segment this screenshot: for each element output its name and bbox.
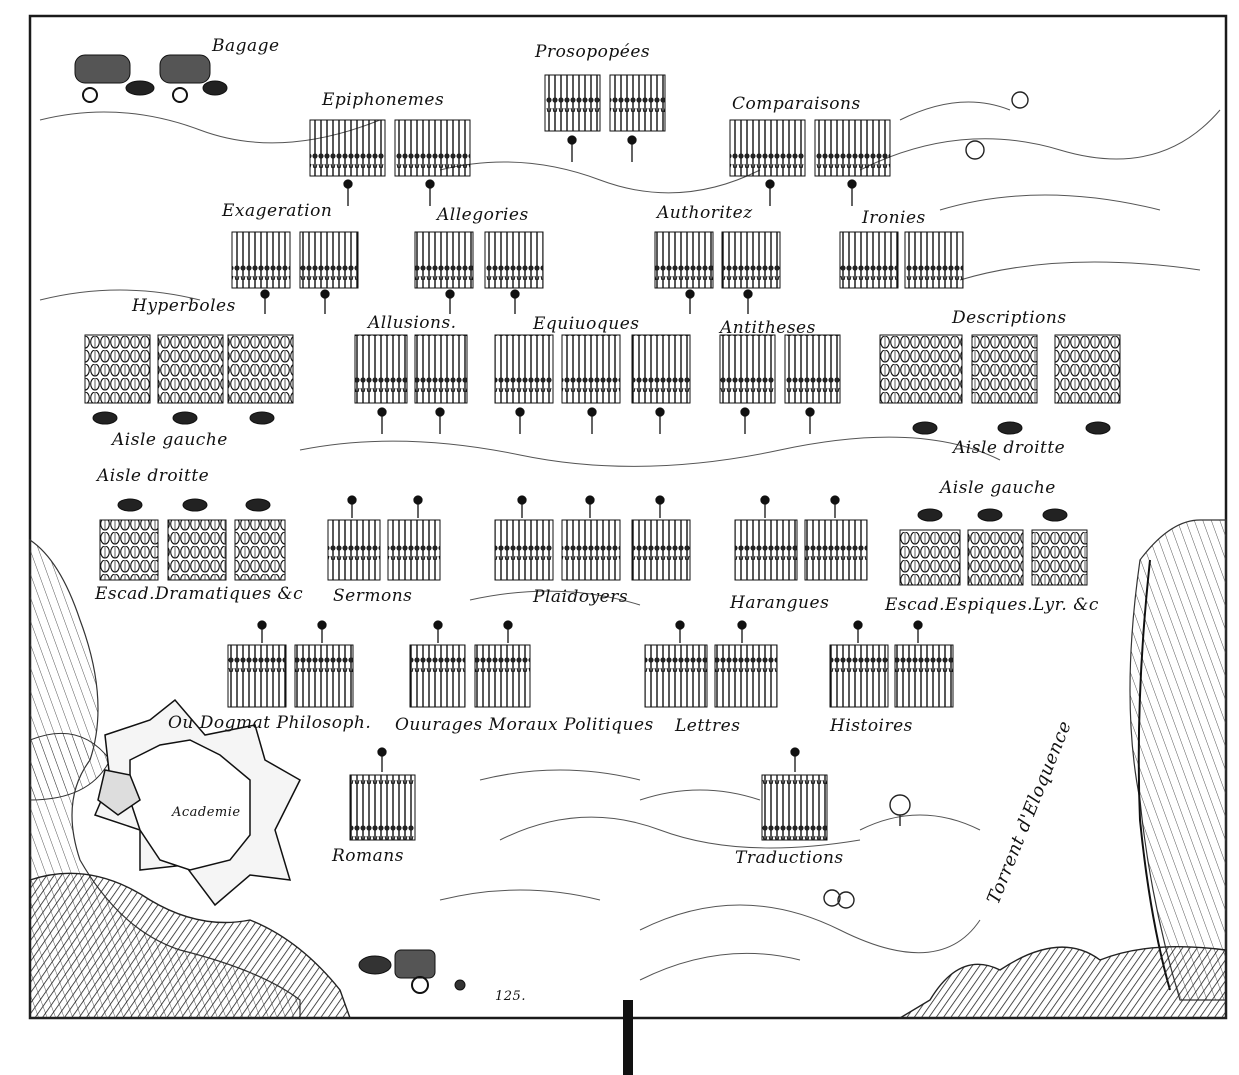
infantry-battalion [784, 334, 841, 404]
infantry-battalion [734, 519, 798, 581]
label-comparaisons: Comparaisons [732, 94, 861, 114]
infantry-battalion [714, 644, 778, 708]
cavalry-squadron [879, 334, 963, 404]
label-ouurages: Ouurages Moraux Politiques [395, 715, 654, 735]
label-aisle-droitte-top: Aisle droitte [953, 438, 1066, 458]
infantry-battalion [631, 519, 691, 581]
label-exageration: Exageration [222, 201, 333, 221]
left-rocks [29, 872, 351, 1019]
infantry-battalion [414, 231, 474, 289]
infantry-battalion [327, 519, 381, 581]
cavalry-squadron [167, 519, 227, 581]
infantry-battalion [387, 519, 441, 581]
cavalry-squadron [899, 529, 961, 586]
label-aisle-gauche-top: Aisle gauche [112, 430, 228, 450]
infantry-battalion [474, 644, 531, 708]
infantry-battalion [804, 519, 868, 581]
right-rocks [897, 945, 1227, 1019]
label-authoritez: Authoritez [657, 203, 753, 223]
cavalry-squadron [1054, 334, 1121, 404]
infantry-battalion [394, 119, 471, 177]
infantry-battalion [761, 774, 828, 841]
infantry-battalion [227, 644, 287, 708]
infantry-battalion [354, 334, 408, 404]
infantry-battalion [349, 774, 416, 841]
label-escad-espiques: Escad.Espiques.Lyr. &c [885, 595, 1099, 615]
infantry-battalion [609, 74, 666, 132]
officers [257, 135, 923, 772]
infantry-battalion [409, 644, 466, 708]
cavalry-squadron [234, 519, 286, 581]
cavalry-squadron [157, 334, 224, 404]
label-aisle-droitte-mid: Aisle droitte [97, 466, 210, 486]
torrent-stream [1137, 559, 1171, 991]
infantry-battalion [829, 644, 889, 708]
label-plaidoyers: Plaidoyers [533, 587, 629, 607]
label-bagage: Bagage [212, 36, 280, 56]
label-escad-dramatiques: Escad.Dramatiques &c [95, 584, 304, 604]
torrent-bank-left [1129, 519, 1227, 1001]
infantry-battalion [814, 119, 891, 177]
trees [823, 91, 1029, 909]
infantry-battalion [839, 231, 899, 289]
cavalry-squadron [967, 529, 1024, 586]
label-histoires: Histoires [830, 716, 913, 736]
cavalry-squadron [99, 519, 159, 581]
label-epiphonemes: Epiphonemes [322, 90, 445, 110]
infantry-battalion [299, 231, 359, 289]
fortress-academie [93, 698, 301, 907]
label-academie: Academie [170, 805, 243, 820]
cavalry-squadron [1031, 529, 1088, 586]
cavalry-squadron [971, 334, 1038, 404]
infantry-battalion [561, 519, 621, 581]
infantry-battalion [729, 119, 806, 177]
label-romans: Romans [332, 846, 404, 866]
infantry-battalion [719, 334, 776, 404]
terrain [39, 101, 1221, 981]
label-allusions: Allusions. [368, 313, 457, 333]
infantry-battalion [894, 644, 954, 708]
infantry-battalion [484, 231, 544, 289]
infantry-battalion [309, 119, 386, 177]
infantry-battalion [721, 231, 781, 289]
coach [358, 949, 466, 994]
page-mark: 125. [495, 989, 526, 1004]
label-ironies: Ironies [862, 208, 926, 228]
baggage-train [74, 54, 228, 103]
label-allegories: Allegories [437, 205, 529, 225]
cavalry-squadron [84, 334, 151, 404]
infantry-battalion [231, 231, 291, 289]
label-traductions: Traductions [735, 848, 844, 868]
infantry-battalion [494, 519, 554, 581]
infantry-battalion [561, 334, 621, 404]
infantry-battalion [544, 74, 601, 132]
label-descriptions: Descriptions [952, 308, 1067, 328]
cavalry-riders [92, 411, 1111, 522]
label-lettres: Lettres [675, 716, 741, 736]
infantry-battalion [644, 644, 708, 708]
label-harangues: Harangues [730, 593, 830, 613]
label-prosopopees: Prosopopées [535, 42, 651, 62]
label-aisle-gauche-mid: Aisle gauche [940, 478, 1056, 498]
label-equivoques: Equiuoques [533, 314, 640, 334]
cavalry-squadron [227, 334, 294, 404]
infantry-battalion [494, 334, 554, 404]
infantry-battalion [631, 334, 691, 404]
infantry-battalion [904, 231, 964, 289]
infantry-battalion [414, 334, 468, 404]
label-sermons: Sermons [333, 586, 413, 606]
label-hyperboles: Hyperboles [132, 296, 236, 316]
battalions [84, 74, 1121, 841]
label-ou-dogmat: Ou Dogmat Philosoph. [168, 713, 372, 733]
infantry-battalion [654, 231, 714, 289]
infantry-battalion [294, 644, 354, 708]
label-antitheses: Antitheses [720, 318, 816, 338]
